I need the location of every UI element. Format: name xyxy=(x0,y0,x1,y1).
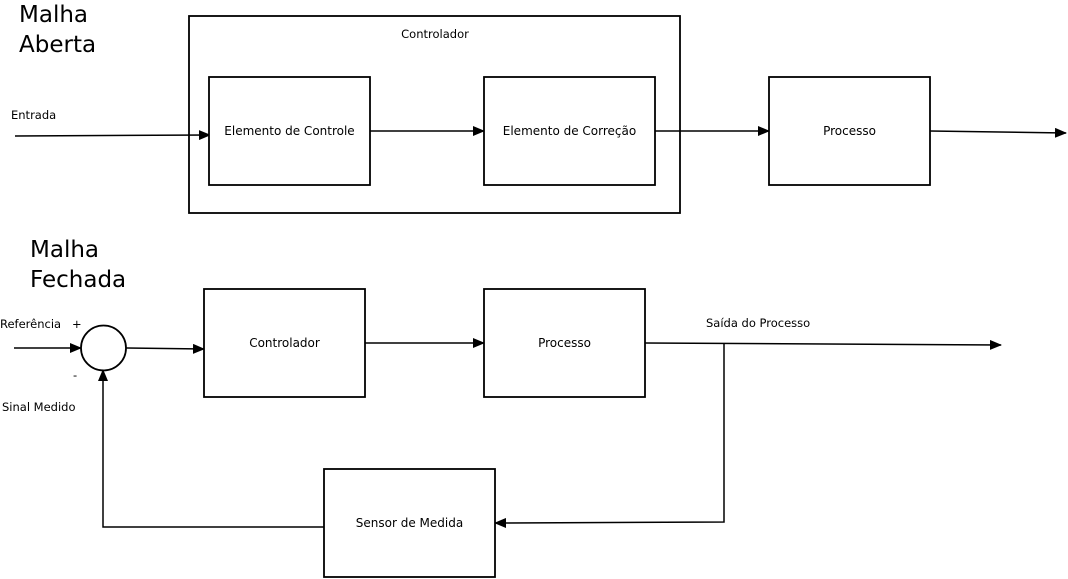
sensor-box xyxy=(323,468,496,578)
open-process-box xyxy=(768,76,931,186)
closed-controller-box xyxy=(203,288,366,398)
reference-label: Referência xyxy=(0,317,61,331)
summing-junction xyxy=(80,324,127,372)
closed-controller-label: Controlador xyxy=(249,336,320,350)
feedback-to-sensor-arrow xyxy=(494,344,725,528)
minus-sign: - xyxy=(73,368,77,382)
open-process-label: Processo xyxy=(823,124,876,138)
open-output-arrow xyxy=(929,127,1067,138)
closed-output-arrow xyxy=(644,339,1002,350)
error-arrow xyxy=(125,343,205,354)
input-arrow xyxy=(14,130,211,141)
sensor-label: Sensor de Medida xyxy=(356,516,463,530)
input-label: Entrada xyxy=(11,108,56,122)
plus-sign: + xyxy=(72,317,82,331)
control-element-box xyxy=(208,76,371,186)
controller-group-label: Controlador xyxy=(401,27,469,41)
control-element-label: Elemento de Controle xyxy=(224,124,354,138)
measured-signal-arrow xyxy=(98,369,324,528)
closed-process-label: Processo xyxy=(538,336,591,350)
open-loop-title-line1: Malha xyxy=(19,2,88,28)
measured-signal-label: Sinal Medido xyxy=(2,400,76,414)
process-output-label: Saída do Processo xyxy=(706,316,810,330)
closed-loop-title-line1: Malha xyxy=(30,237,99,263)
correction-element-box xyxy=(483,76,656,186)
closed-process-box xyxy=(483,288,646,398)
correction-element-label: Elemento de Correção xyxy=(503,124,636,138)
closed-loop-title-line2: Fechada xyxy=(30,267,126,293)
open-loop-title-line2: Aberta xyxy=(19,32,96,58)
